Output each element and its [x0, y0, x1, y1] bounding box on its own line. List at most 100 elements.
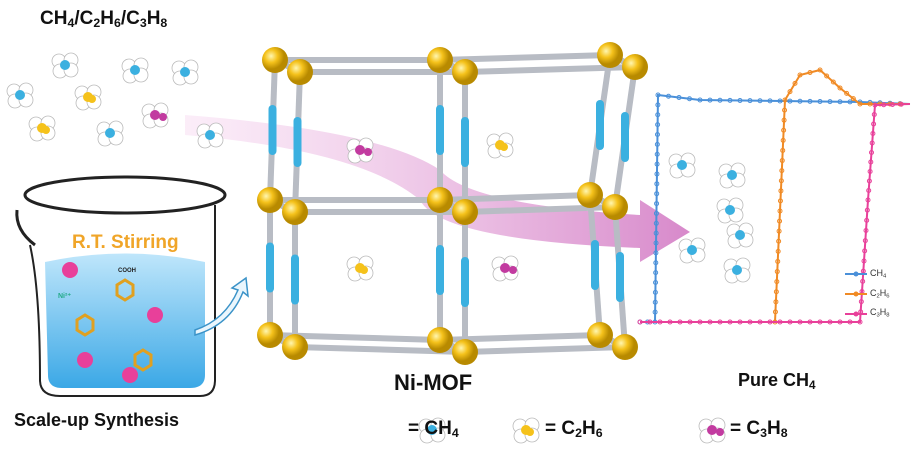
series-marker [890, 102, 895, 107]
series-marker [654, 181, 660, 187]
series-marker [676, 95, 682, 100]
metal-node [452, 59, 478, 85]
carbon-atom [500, 263, 510, 273]
ch4-molecule-icon [678, 237, 706, 264]
rt-stirring-label: R.T. Stirring [72, 232, 179, 253]
legend-c2h6: C2H6 [870, 288, 890, 300]
series-marker [767, 98, 773, 104]
series-marker [778, 178, 784, 184]
carbon-atom [180, 67, 190, 77]
series-marker [707, 97, 713, 103]
series-marker [778, 188, 784, 194]
breakthrough-curve [637, 67, 911, 325]
mof-linker [621, 112, 629, 162]
carbon-atom [130, 65, 140, 75]
series-marker [862, 248, 868, 254]
gas-mixture-label: CH4/C2H6/C3H8 [40, 8, 168, 31]
series-marker [866, 178, 872, 184]
series-marker [844, 90, 850, 96]
series-marker [865, 197, 871, 203]
series-marker [652, 289, 658, 295]
series-marker [779, 168, 785, 174]
metal-node [612, 334, 638, 360]
metal-node [577, 182, 603, 208]
series-marker [767, 319, 773, 325]
series-marker [653, 280, 659, 286]
series-marker [655, 112, 661, 118]
ch4-molecule-icon [121, 57, 149, 84]
series-marker [779, 158, 785, 164]
c3h8-molecule-icon [698, 417, 726, 444]
series-marker [687, 96, 692, 102]
series-marker [775, 258, 781, 264]
series-marker [652, 309, 658, 315]
metal-node [257, 322, 283, 348]
series-marker [774, 269, 780, 275]
series-marker [861, 258, 867, 264]
ni-ion-label: Ni²⁺ [58, 293, 72, 300]
ch4-molecule-icon [726, 222, 754, 249]
series-marker [817, 67, 823, 73]
series-marker [654, 141, 660, 147]
series-marker [747, 98, 753, 104]
series-marker [871, 121, 877, 127]
series-marker [773, 299, 779, 305]
ch4-molecule-icon [6, 82, 34, 109]
mof-framework [257, 42, 648, 365]
metal-node [602, 194, 628, 220]
carbon-atom [150, 110, 160, 120]
series-marker [864, 207, 870, 213]
series-marker [776, 238, 782, 244]
series-marker [653, 240, 659, 246]
c3h8-molecule-icon [141, 102, 169, 129]
ch4-molecule-icon [668, 152, 696, 179]
series-marker [817, 99, 823, 104]
series-marker [654, 171, 660, 177]
series-marker [777, 98, 783, 104]
series-marker [866, 188, 872, 193]
series-marker [872, 102, 878, 108]
series-marker [667, 319, 673, 325]
metal-node [452, 199, 478, 225]
series-marker [787, 89, 793, 95]
mof-linker [591, 240, 599, 290]
series-marker [727, 319, 733, 325]
series-marker [898, 101, 904, 107]
beaker [15, 175, 227, 397]
linker-molecule-icons [75, 278, 153, 372]
series-marker [827, 319, 833, 325]
series-marker [869, 140, 875, 146]
metal-node [587, 322, 613, 348]
series-marker [655, 122, 661, 128]
carbon-atom [205, 130, 215, 140]
carbon-atom [509, 266, 517, 274]
series-marker [654, 131, 660, 137]
series-marker [657, 319, 663, 325]
legend-marker [853, 271, 859, 277]
carbon-atom [355, 145, 365, 155]
series-marker [857, 101, 863, 107]
mof-rod [439, 52, 611, 63]
series-marker [868, 159, 874, 165]
series-marker [837, 99, 843, 105]
c2h6-molecule-icon [74, 84, 102, 111]
series-marker [647, 319, 653, 325]
ch4-molecule-icon [196, 122, 224, 149]
legend-marker [853, 291, 859, 297]
pure-ch4-caption: Pure CH4 [738, 370, 816, 392]
series-marker [871, 112, 877, 117]
series-marker [869, 150, 874, 155]
legend-marker [853, 311, 859, 317]
series-marker [677, 319, 683, 325]
series-marker [653, 220, 659, 226]
series-marker [797, 319, 803, 325]
series-marker [847, 319, 853, 325]
mof-label: Ni-MOF [394, 370, 473, 395]
series-marker [773, 289, 779, 295]
carbon-atom [500, 143, 508, 151]
series-marker [747, 319, 753, 325]
c2h6-molecule-icon [28, 115, 56, 142]
series-marker [772, 309, 778, 315]
carbon-atom [716, 428, 724, 436]
